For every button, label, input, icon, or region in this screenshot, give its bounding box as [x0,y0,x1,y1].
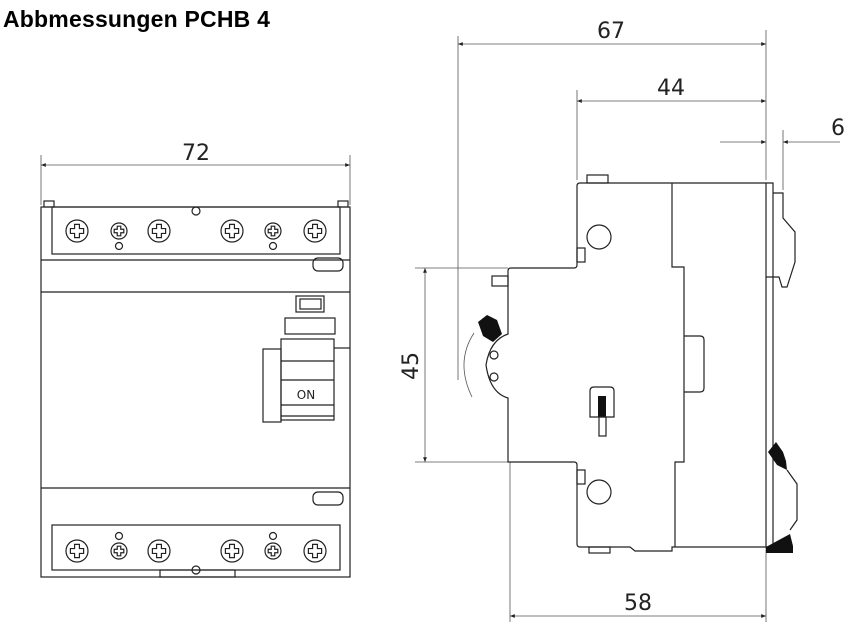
depth-total-label: 67 [597,19,625,44]
screw-icon [264,222,282,240]
depth-upper-label: 44 [657,76,685,101]
drawing-title: Abbmessungen PCHB 4 [3,6,271,32]
front-view: 72 ON [40,141,351,578]
switch-on-label: ON [297,388,315,402]
screw-icon [220,539,244,563]
dimension-44: 44 [576,76,766,180]
terminal-screws [65,219,327,563]
side-view: 67 44 6 45 58 [399,19,845,622]
top-terminal-block [51,206,341,255]
screw-icon [65,539,89,563]
depth-base-label: 58 [624,591,652,616]
screw-icon [147,539,171,563]
screw-icon [110,222,128,240]
screw-icon [147,219,171,243]
screw-icon [303,539,327,563]
height-label: 45 [399,352,424,380]
dimension-45: 45 [399,267,508,463]
dimension-58: 58 [509,462,767,622]
screw-icon [303,219,327,243]
dimension-6: 6 [720,116,845,190]
operating-handle [478,315,502,342]
dimension-width: 72 [40,141,351,205]
dimension-67: 67 [457,19,767,380]
width-label: 72 [182,141,210,166]
screw-icon [220,219,244,243]
screw-icon [65,219,89,243]
clip-label: 6 [831,116,845,141]
housing-outline [485,182,774,552]
status-indicator [589,386,615,437]
bottom-terminal-block [51,524,341,571]
main-switch: ON [262,295,350,423]
screw-icon [110,542,128,560]
screw-icon [264,542,282,560]
